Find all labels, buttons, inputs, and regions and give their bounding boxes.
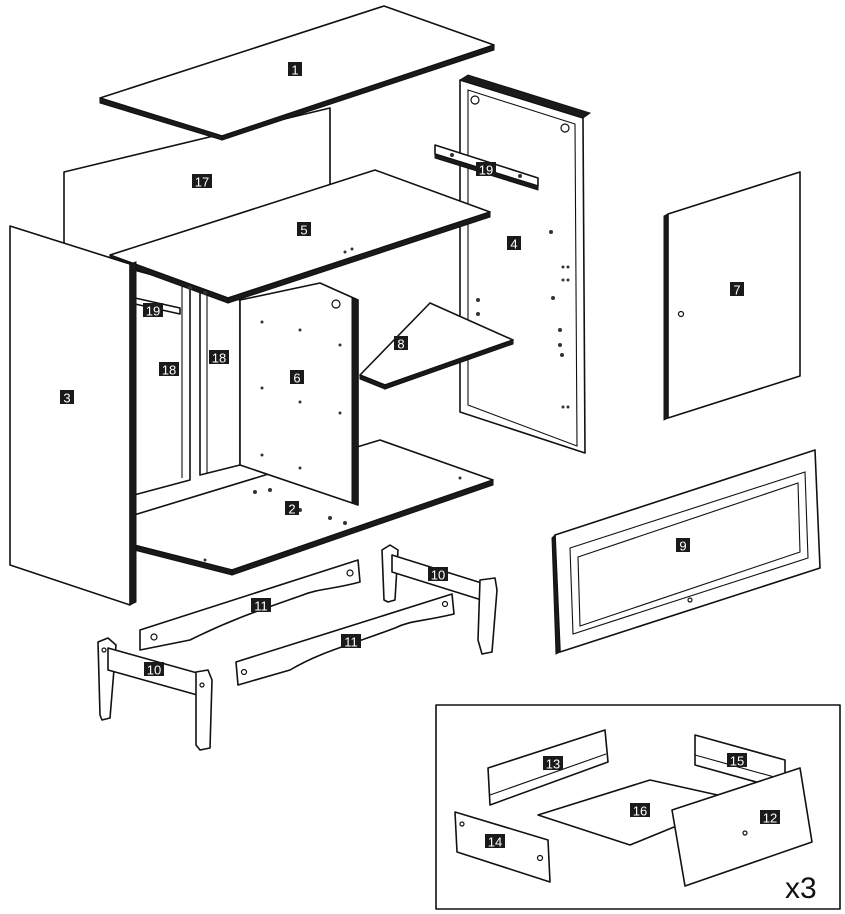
quantity-label: x3 (785, 872, 817, 905)
part-tag-8: 8 (394, 336, 408, 352)
part-tag-16-label: 16 (633, 804, 647, 819)
part-number-tags: 1 2 3 4 5 6 7 8 (60, 62, 780, 850)
part-tag-16: 16 (630, 803, 650, 819)
part-tag-6: 6 (290, 370, 304, 386)
part-tag-13-label: 13 (546, 757, 560, 772)
drawer-inset: x3 (435, 704, 841, 910)
part-tag-5-label: 5 (300, 223, 307, 238)
leg-frame-10-front (97, 637, 213, 751)
leg-rail-11-back (139, 559, 361, 651)
part-tag-6-label: 6 (293, 371, 300, 386)
part-tag-19a-label: 19 (479, 163, 493, 178)
part-tag-7: 7 (730, 282, 744, 298)
part-tag-13: 13 (543, 756, 563, 772)
part-tag-3: 3 (60, 390, 74, 406)
part-tag-17-label: 17 (195, 175, 209, 190)
part-tag-10b-label: 10 (147, 663, 161, 678)
part-tag-11b-label: 11 (344, 635, 358, 650)
divider-panel-18-right (199, 289, 241, 476)
part-tag-2: 2 (285, 501, 299, 517)
part-tag-4-label: 4 (510, 237, 517, 252)
left-side-panel-3 (9, 225, 137, 606)
part-tag-11a-label: 11 (254, 599, 268, 614)
loose-shelf-8 (359, 302, 514, 390)
part-tag-7-label: 7 (733, 283, 740, 298)
part-tag-8-label: 8 (397, 337, 404, 352)
part-tag-12: 12 (760, 810, 780, 826)
part-tag-1-label: 1 (291, 63, 298, 78)
part-tag-18b: 18 (209, 350, 229, 366)
part-tag-17: 17 (192, 174, 212, 190)
part-tag-10a: 10 (428, 567, 448, 583)
part-tag-18a-label: 18 (162, 363, 176, 378)
right-side-panel-4 (458, 74, 592, 454)
drawer-front-12 (671, 767, 813, 887)
part-tag-14-label: 14 (488, 835, 502, 850)
part-tag-2-label: 2 (288, 502, 295, 517)
part-tag-11b: 11 (341, 634, 361, 650)
part-tag-9-label: 9 (679, 539, 686, 554)
part-tag-19a: 19 (476, 162, 496, 178)
part-tag-12-label: 12 (763, 811, 777, 826)
part-tag-10b: 10 (144, 662, 164, 678)
part-tag-18b-label: 18 (212, 351, 226, 366)
part-tag-9: 9 (676, 538, 690, 554)
part-tag-19b-label: 19 (146, 304, 160, 319)
part-tag-18a: 18 (159, 362, 179, 378)
part-tag-1: 1 (288, 62, 302, 78)
part-tag-15: 15 (727, 753, 747, 769)
inner-divider-6 (239, 282, 359, 506)
part-tag-5: 5 (297, 222, 311, 238)
part-tag-19b: 19 (143, 303, 163, 319)
part-tag-15-label: 15 (730, 754, 744, 769)
part-tag-11a: 11 (251, 598, 271, 614)
part-tag-4: 4 (507, 236, 521, 252)
part-tag-14: 14 (485, 834, 505, 850)
part-tag-3-label: 3 (63, 391, 70, 406)
part-tag-10a-label: 10 (431, 568, 445, 583)
